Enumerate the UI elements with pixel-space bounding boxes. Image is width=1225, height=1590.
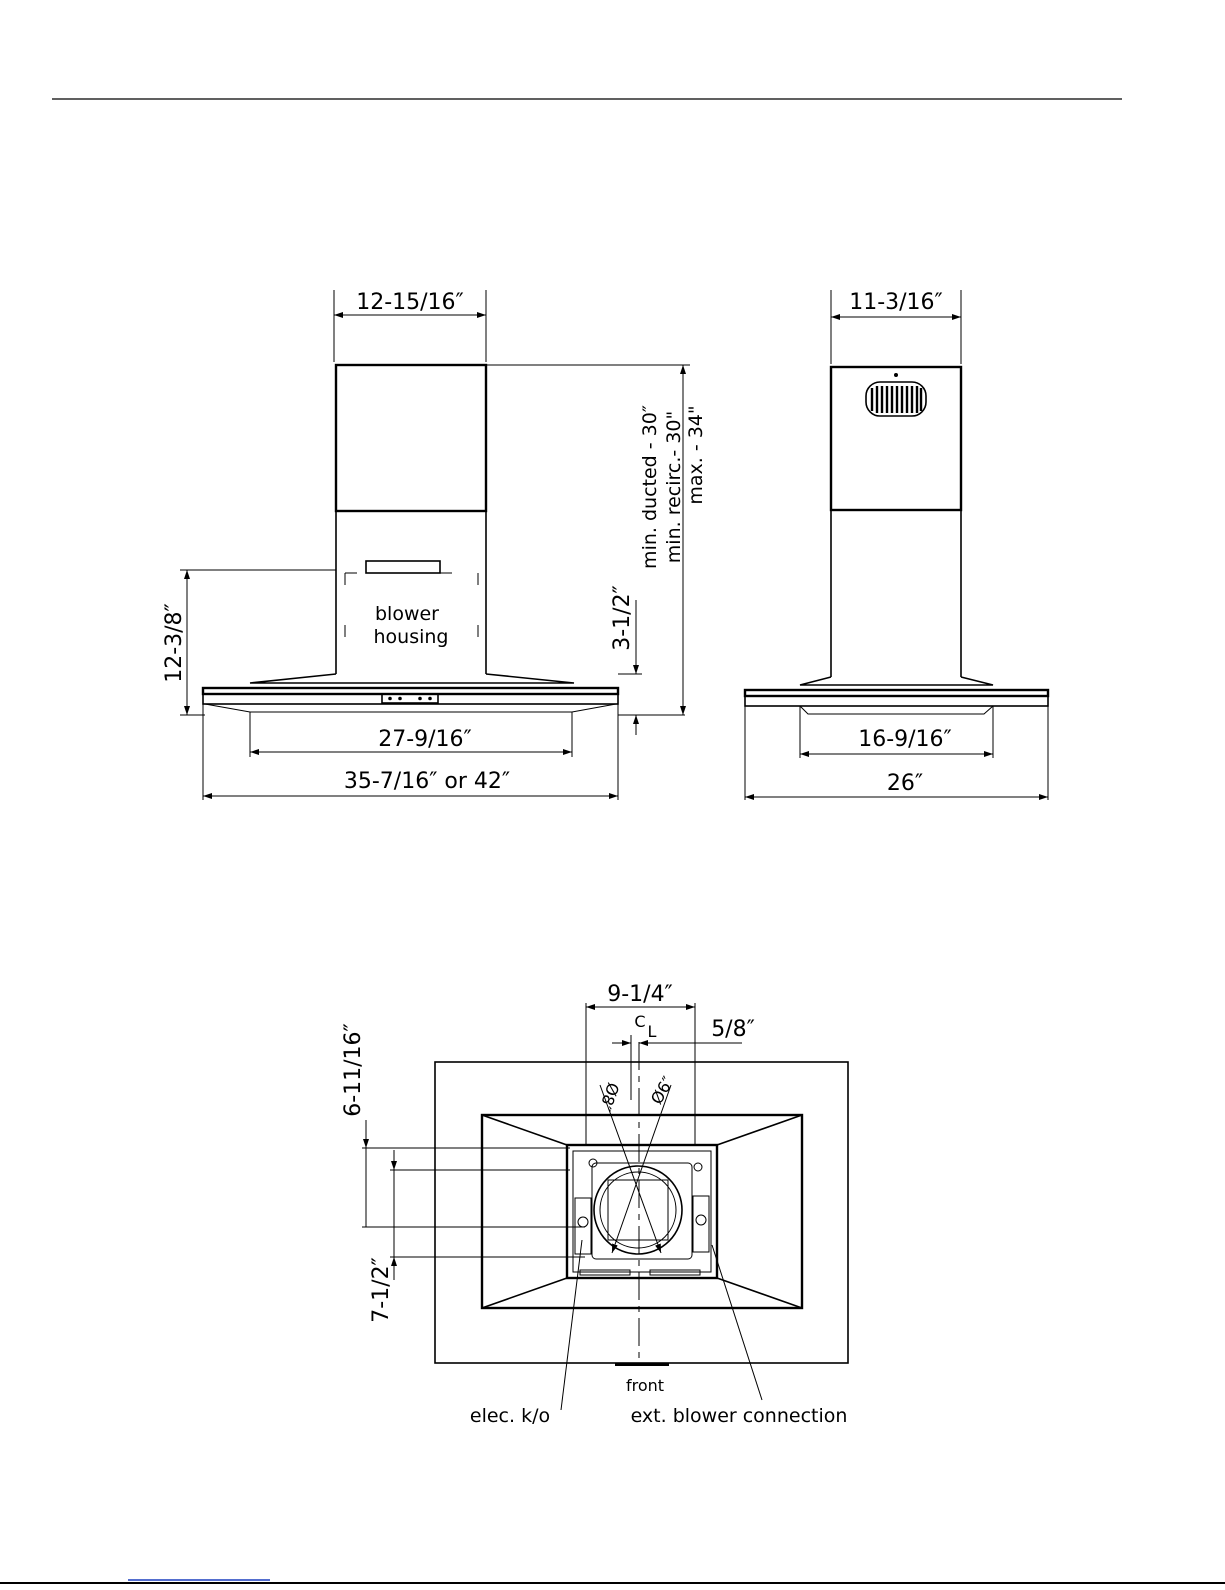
min-recirc-label: min. recirc.- 30" [663,411,685,563]
front-view: 12-15/16″ 12-3/8″ blower housing 3-1/2″ … [162,290,707,800]
centerline-c-label: C [634,1012,645,1031]
top-width-label: 9-1/4″ [607,982,673,1007]
front-left-height-label: 12-3/8″ [162,603,187,683]
min-ducted-label: min. ducted - 30″ [639,405,661,569]
diameter-8-label: Ø8″ [595,1080,623,1114]
side-view: 11-3/16″ 16-9/16″ 26″ [745,290,1048,800]
vertical-dim-bottom-label: 7-1/2″ [369,1257,394,1323]
vertical-dim-top-label: 6-11/16″ [341,1023,366,1117]
max-height-label: max. - 34" [685,405,707,504]
diameter-6-label: Ø6″ [647,1073,678,1107]
front-overall-width-label: 35-7/16″ or 42″ [344,769,510,794]
front-chimney-width-label: 12-15/16″ [356,290,464,315]
side-chimney-width-label: 11-3/16″ [849,290,943,315]
blower-housing-label-1: blower [375,603,439,625]
offset-label: 5/8″ [711,1017,755,1042]
front-inner-width-label: 27-9/16″ [378,727,472,752]
elec-ko-label: elec. k/o [470,1405,550,1427]
control-panel [382,694,438,703]
blower-connection-label: ext. blower connection [631,1405,848,1427]
centerline-l-label: L [648,1022,657,1041]
vent-grille-icon [866,373,926,416]
blower-housing-label-2: housing [374,626,449,648]
side-inner-width-label: 16-9/16″ [858,727,952,752]
front-label: front [626,1376,664,1395]
side-overall-depth-label: 26″ [887,771,923,796]
top-view: Ø8″ Ø6″ 9-1/4″ C L 5/8″ 6-11/16″ 7-1/2″ … [341,982,848,1427]
front-right-small-height-label: 3-1/2″ [610,585,635,651]
